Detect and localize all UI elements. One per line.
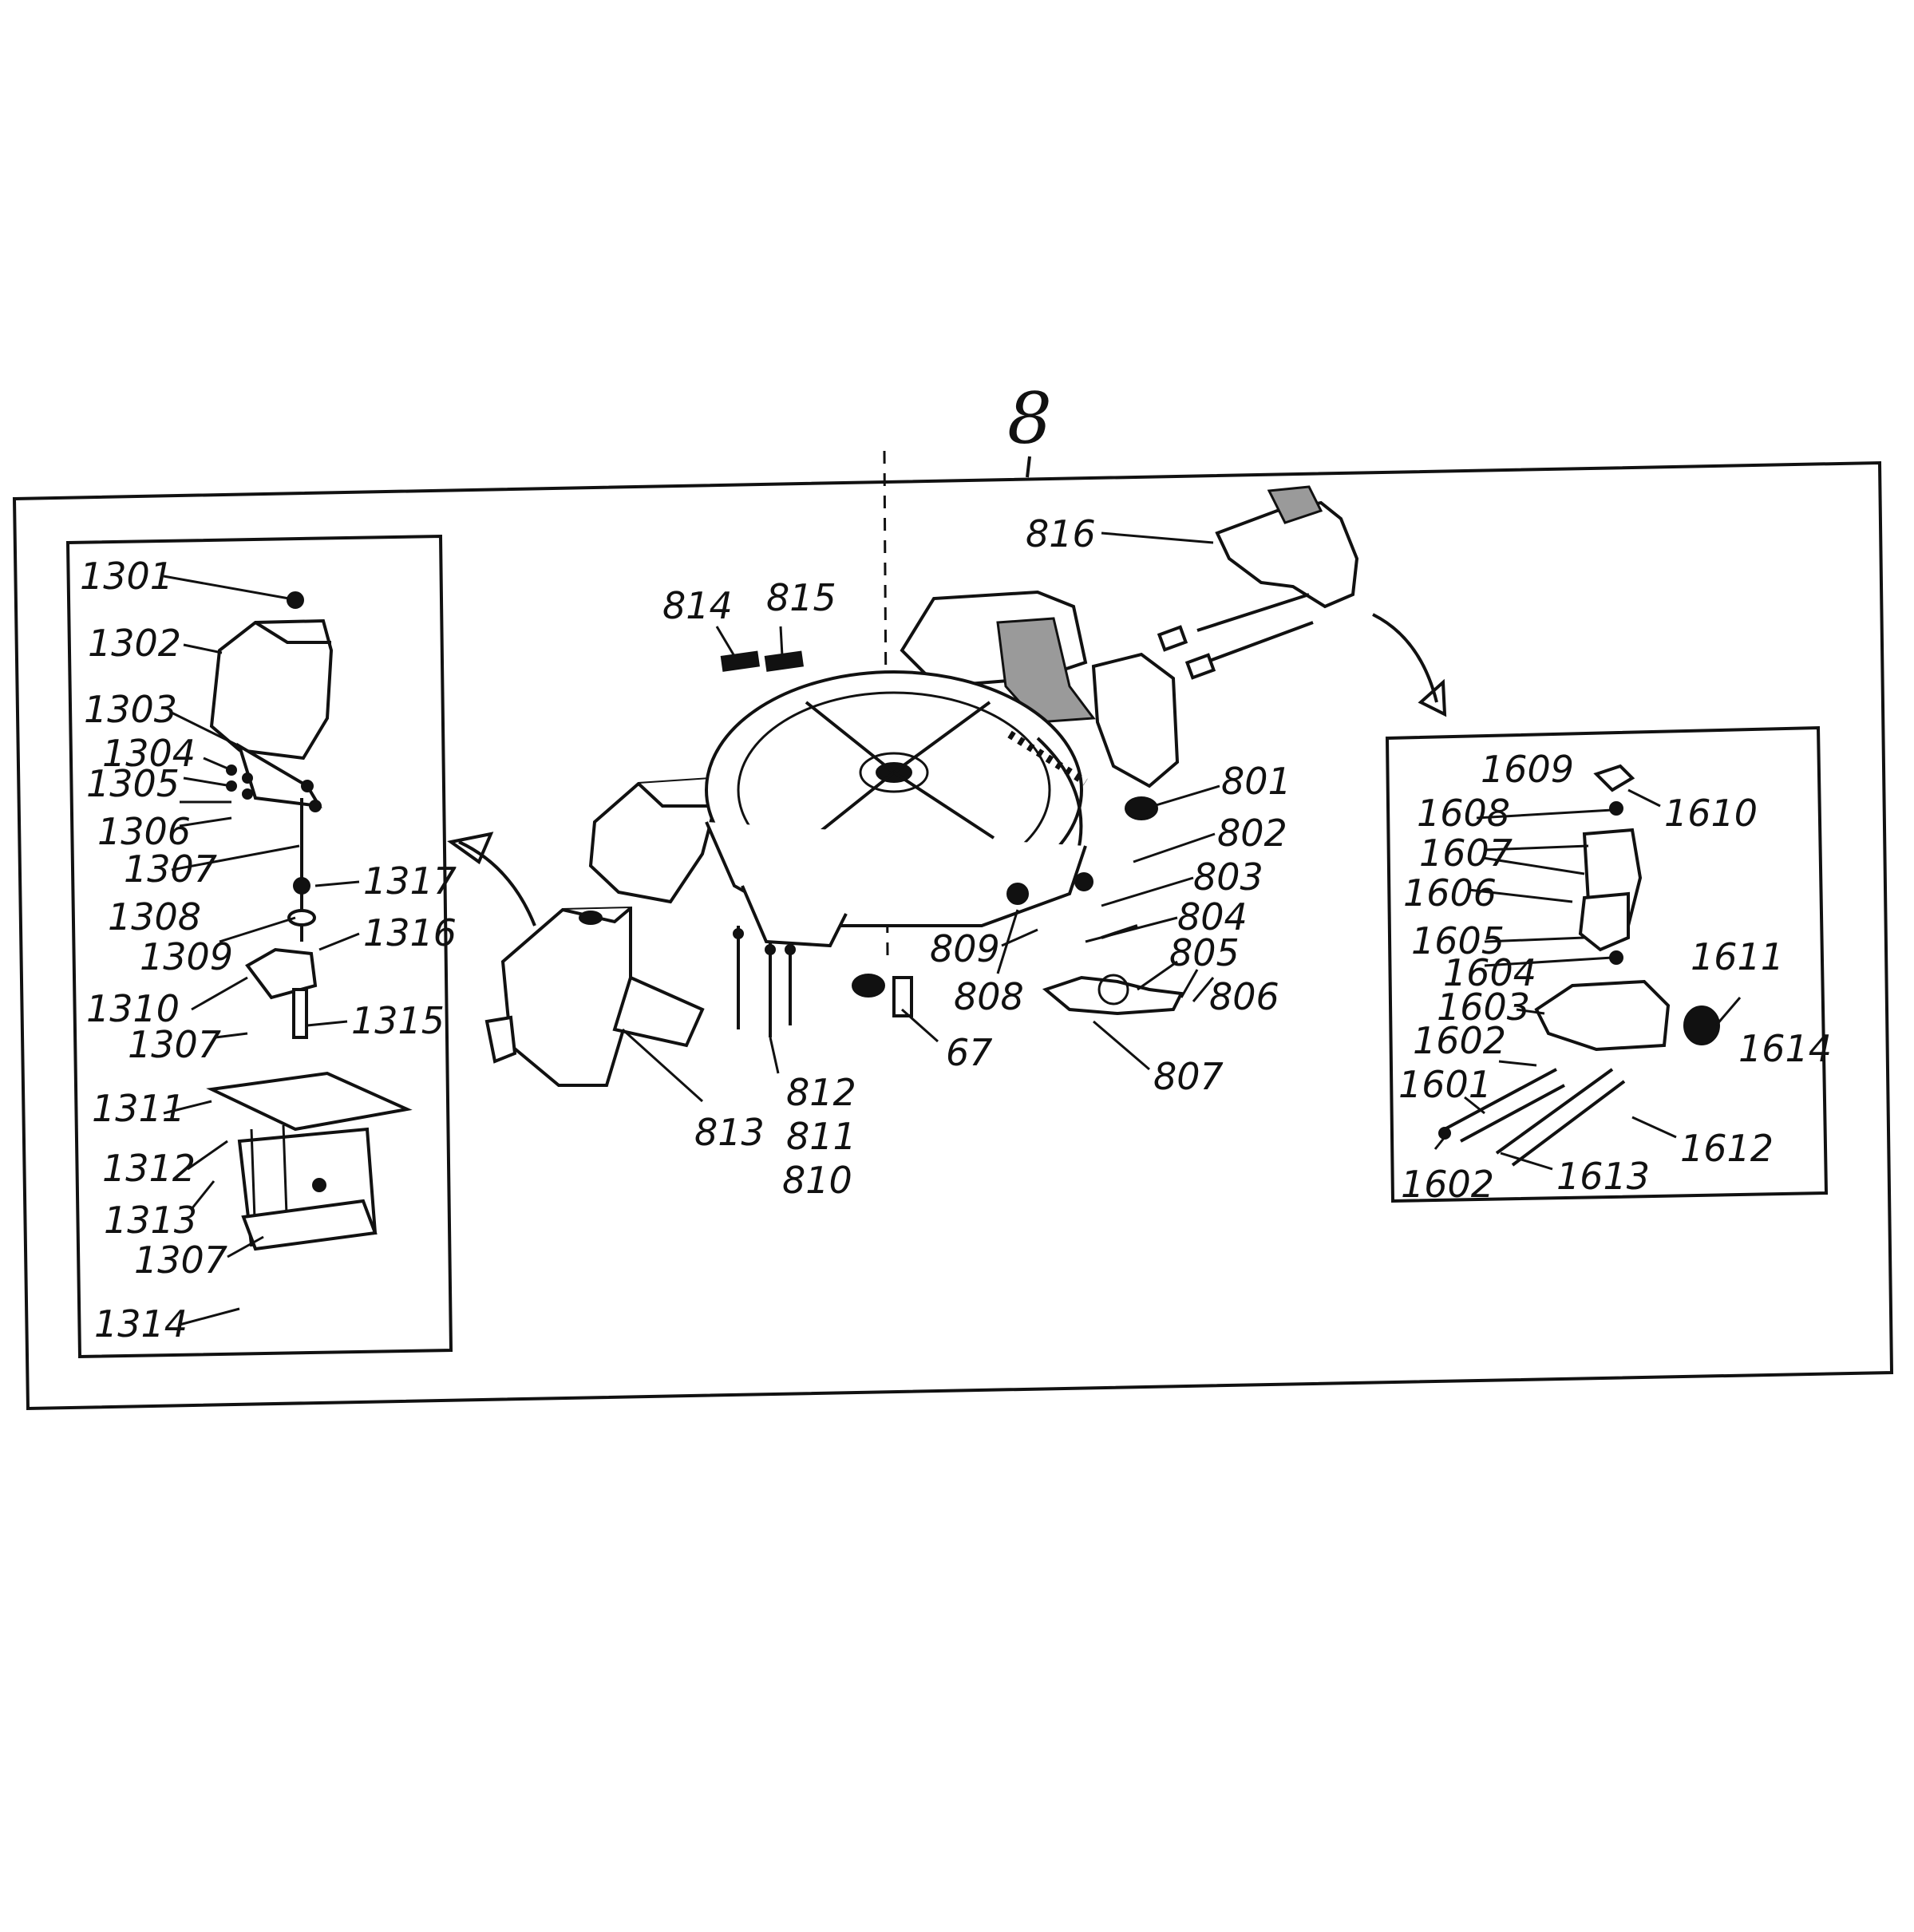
label-1315: 1315 [351,999,445,1042]
label-1603: 1603 [1437,986,1530,1029]
miter-box-813 [484,906,705,1087]
label-1304: 1304 [102,732,196,775]
outer-frame [12,460,1894,1411]
label-1612: 1612 [1680,1127,1774,1170]
left-panel-parts [206,591,413,1251]
label-1307-a: 1307 [124,847,217,891]
label-1308: 1308 [108,895,201,938]
right-panel-labels: 1609 1610 1608 1607 1606 1605 1604 1611 … [1398,748,1832,1206]
left-panel-labels: 1301 1302 1303 1304 1305 1306 1307 1308 … [80,555,457,1345]
label-1605: 1605 [1411,919,1505,962]
arrow-to-right-panel [1372,613,1438,703]
label-806: 806 [1209,975,1279,1018]
left-panel-frame [65,534,453,1359]
assembly-number: 8 [1007,377,1052,460]
label-802: 802 [1217,812,1287,855]
label-1601: 1601 [1398,1063,1492,1106]
label-801: 801 [1221,760,1291,803]
label-1305: 1305 [86,762,180,805]
label-1604: 1604 [1443,951,1536,994]
label-1310: 1310 [86,987,180,1030]
label-814: 814 [662,584,733,627]
label-1307-c: 1307 [134,1239,227,1282]
label-808: 808 [954,975,1024,1018]
label-1303: 1303 [84,688,177,731]
label-1607: 1607 [1419,832,1513,875]
label-1301: 1301 [80,555,173,598]
fence-clamp-816 [1157,485,1359,680]
label-1602-b: 1602 [1401,1163,1494,1206]
label-805: 805 [1169,931,1240,974]
label-1608: 1608 [1417,792,1510,835]
miter-base-assembly [588,590,1180,998]
label-1309: 1309 [140,935,233,978]
right-panel-parts [1438,764,1720,1167]
label-1316: 1316 [363,911,457,954]
label-815: 815 [766,576,836,619]
label-1606: 1606 [1403,871,1497,915]
right-panel-frame [1385,725,1829,1203]
small-parts-main [720,650,1184,1037]
label-812: 812 [786,1071,856,1114]
label-67: 67 [946,1031,993,1074]
label-1609: 1609 [1481,748,1574,791]
label-809: 809 [930,927,1000,970]
main-labels: 816 814 815 801 802 803 804 805 806 807 … [662,512,1291,1202]
label-1307-b: 1307 [128,1023,221,1066]
leader-lines [163,531,1742,1326]
label-1611: 1611 [1691,935,1784,978]
label-803: 803 [1193,855,1263,899]
label-1314: 1314 [94,1302,188,1345]
label-1317: 1317 [363,859,457,903]
label-816: 816 [1026,512,1096,555]
label-811: 811 [786,1115,856,1158]
label-1602-a: 1602 [1413,1019,1506,1062]
label-1614: 1614 [1738,1027,1832,1070]
label-804: 804 [1177,895,1248,938]
label-1311: 1311 [92,1087,185,1130]
label-1306: 1306 [97,810,191,853]
label-1613: 1613 [1556,1155,1650,1198]
label-807: 807 [1153,1055,1224,1098]
label-1312: 1312 [102,1147,196,1190]
label-1302: 1302 [88,622,181,665]
label-1610: 1610 [1664,792,1758,835]
label-1313: 1313 [104,1199,197,1242]
arrow-to-left-panel [458,840,536,926]
label-813: 813 [694,1111,765,1154]
label-810: 810 [782,1159,852,1202]
